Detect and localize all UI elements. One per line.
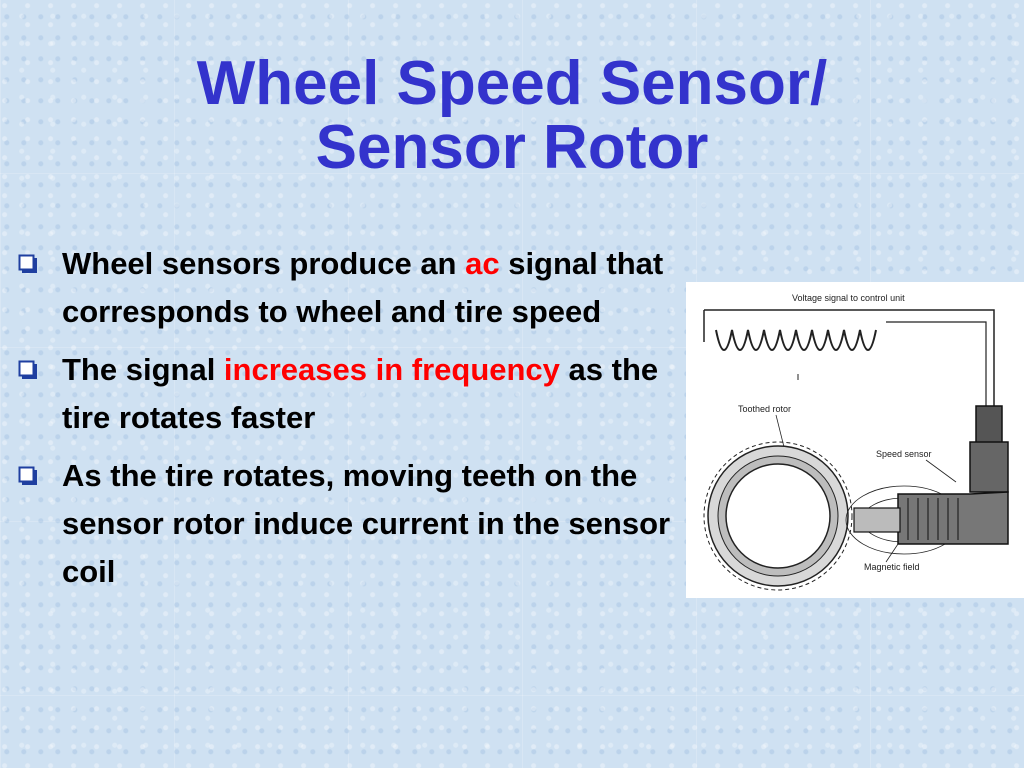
- label-magnetic-field: Magnetic field: [864, 562, 920, 572]
- title-line-1: Wheel Speed Sensor/: [196, 49, 828, 118]
- bullet-text: As the tire rotates, moving teeth on the…: [62, 458, 671, 589]
- bullet-highlight: ac: [465, 246, 500, 281]
- sensor-leader-line: [925, 459, 957, 483]
- wheel-sensor-diagram: Voltage signal to control unit Toothed r…: [686, 282, 1024, 598]
- bullet-highlight: increases in frequency: [223, 352, 560, 387]
- bullet-text: Wheel sensors produce an: [62, 246, 466, 281]
- signal-wire: [704, 309, 995, 410]
- title-line-2: Sensor Rotor: [315, 113, 709, 182]
- field-leader-line: [885, 543, 899, 563]
- signal-wire: [886, 321, 987, 410]
- speed-sensor: [853, 405, 1009, 545]
- toothed-rotor: [703, 441, 853, 591]
- bullet-item: As the tire rotates, moving teeth on the…: [14, 452, 684, 596]
- bullet-text: The signal: [62, 352, 224, 387]
- bullet-item: The signal increases in frequency as the…: [14, 346, 684, 442]
- hollow-square-bullet-icon: [18, 254, 37, 273]
- bullet-text: signal that corresponds to wheel and tir…: [62, 246, 664, 329]
- label-speed-sensor: Speed sensor: [876, 449, 932, 459]
- hollow-square-bullet-icon: [18, 360, 37, 379]
- ac-waveform: [715, 329, 877, 351]
- bullet-item: Wheel sensors produce an ac signal that …: [14, 240, 684, 336]
- label-voltage-signal: Voltage signal to control unit: [792, 293, 905, 303]
- bullet-text: as the tire rotates faster: [62, 352, 659, 435]
- label-toothed-rotor: Toothed rotor: [738, 404, 791, 414]
- wheel-sensor-diagram-svg: Voltage signal to control unit Toothed r…: [703, 293, 1009, 591]
- bullet-list: Wheel sensors produce an ac signal that …: [14, 240, 684, 606]
- hollow-square-bullet-icon: [18, 466, 37, 485]
- page-title: Wheel Speed Sensor/ Sensor Rotor: [0, 52, 1024, 180]
